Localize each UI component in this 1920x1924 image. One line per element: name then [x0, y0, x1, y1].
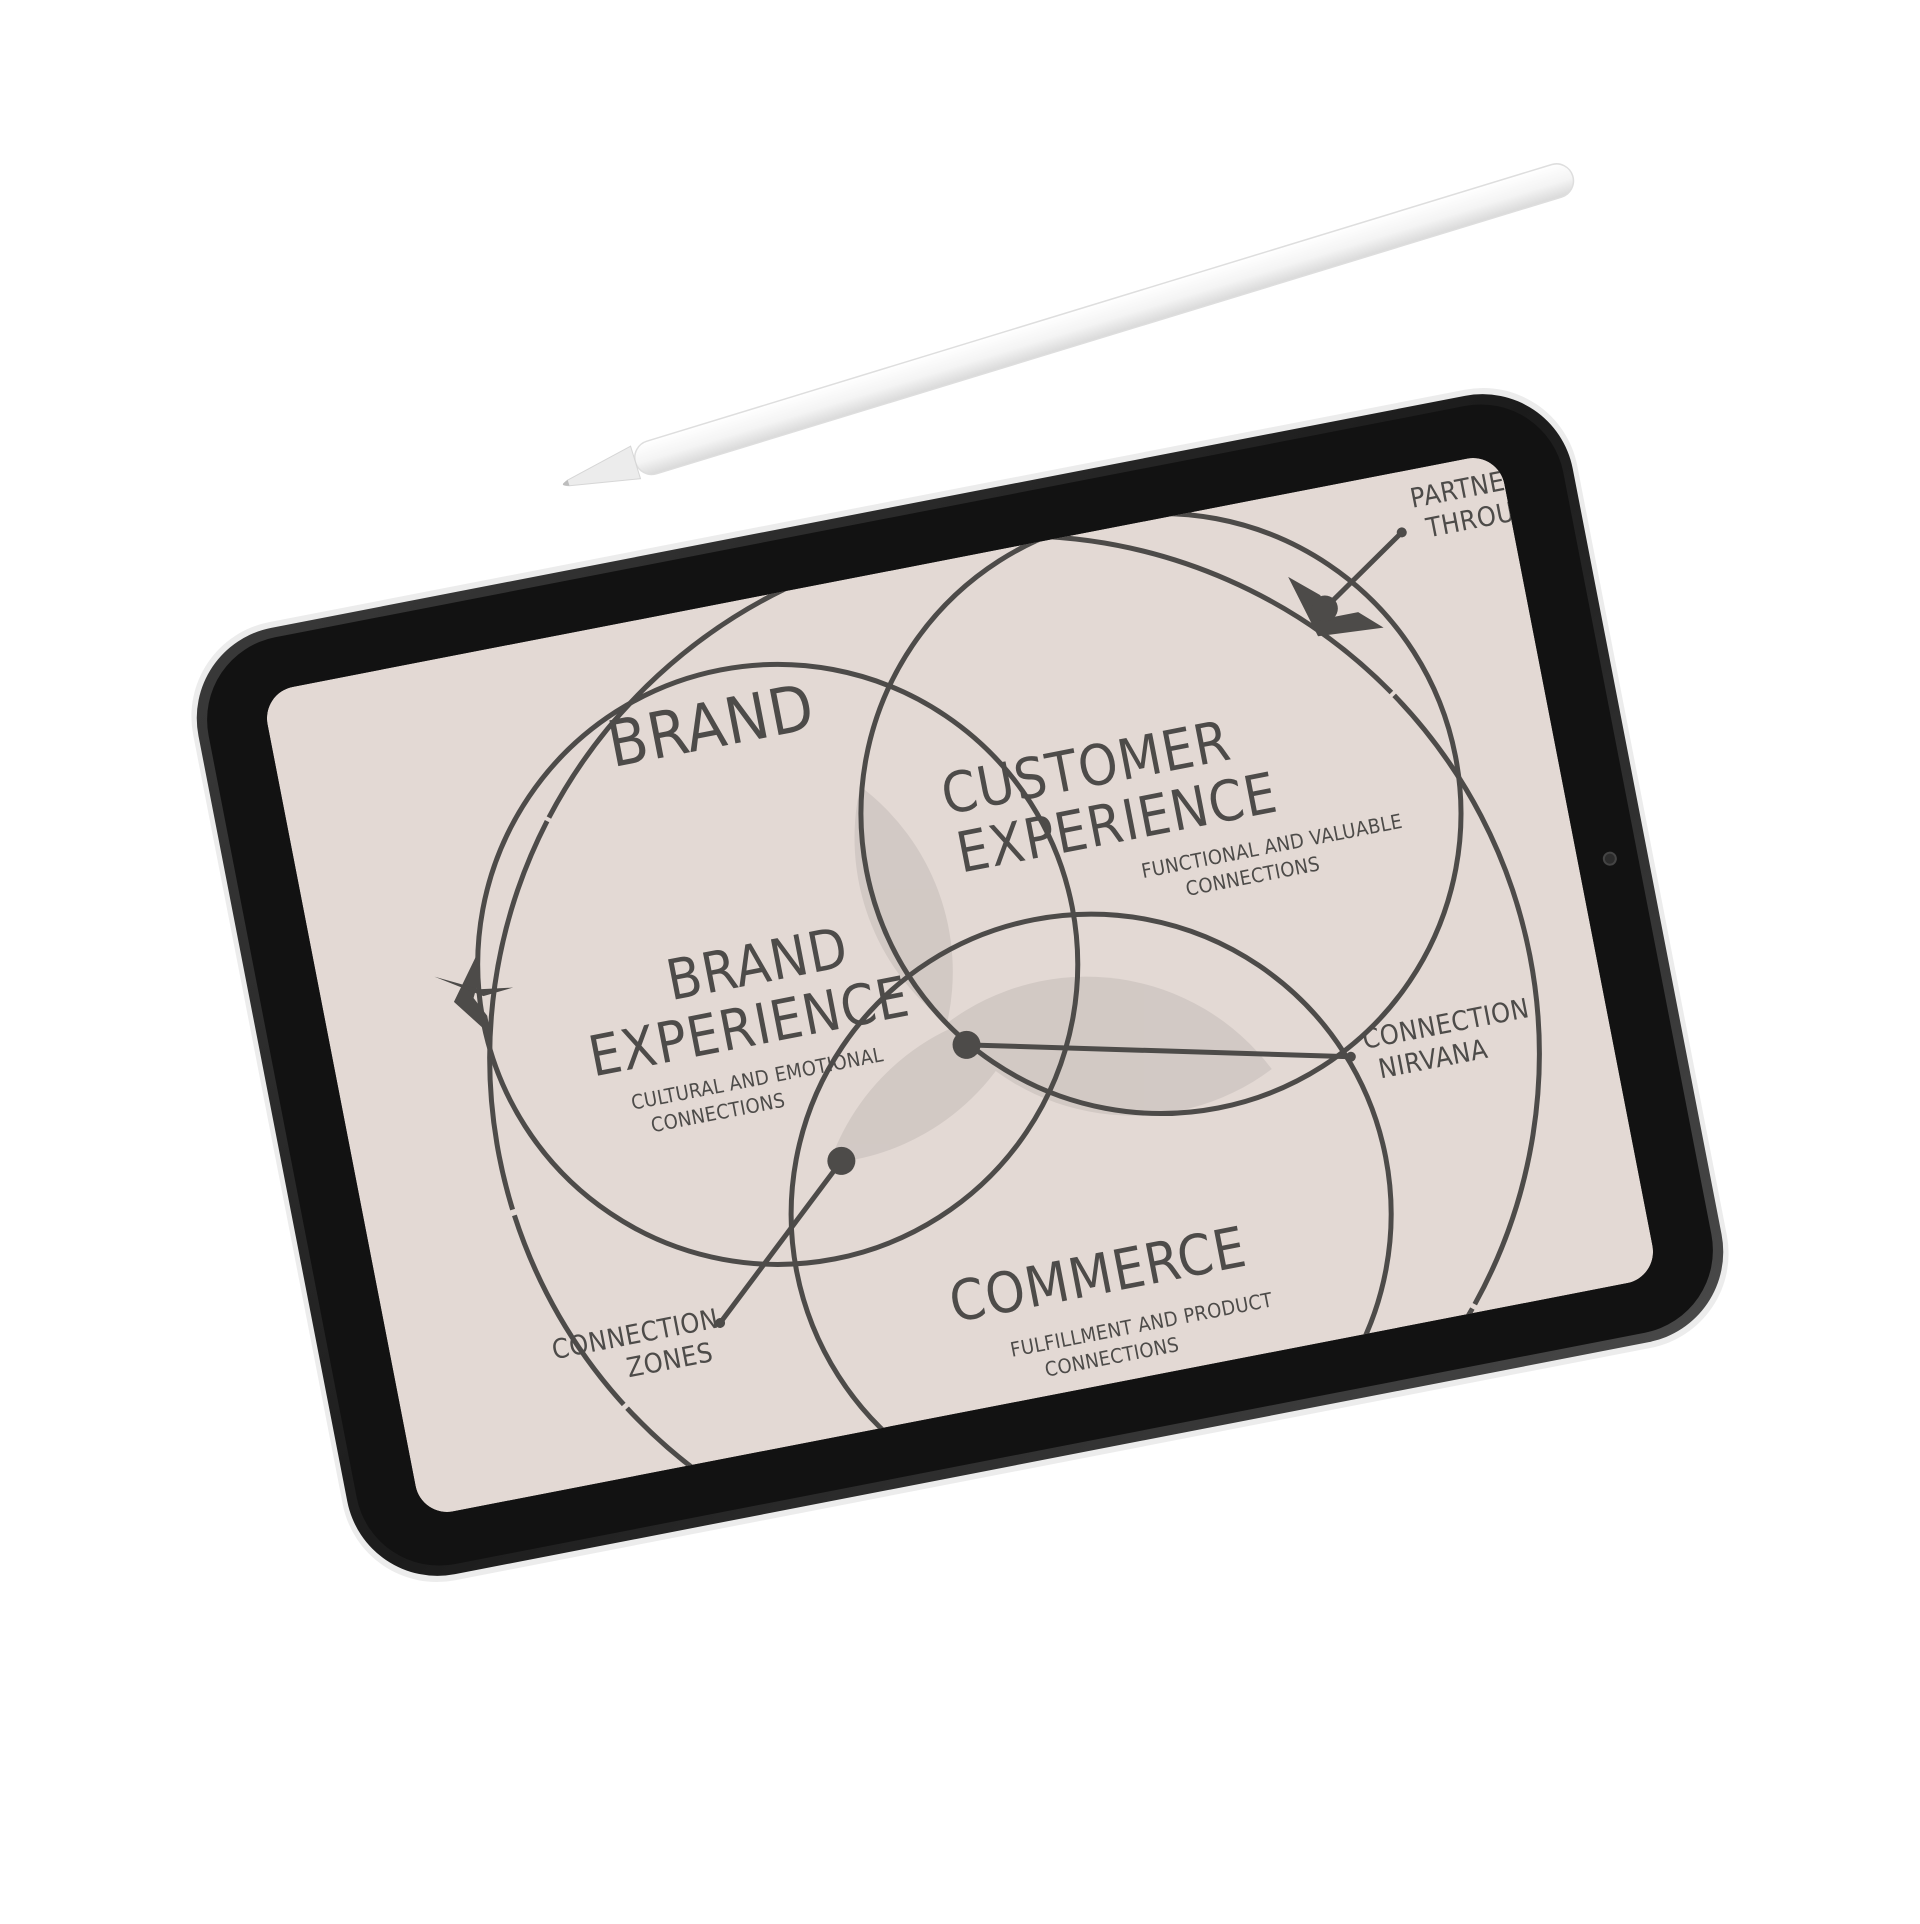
callout-zones: [715, 1146, 856, 1328]
callout-nirvana: [952, 1030, 1356, 1062]
camera-dot: [1602, 851, 1617, 866]
callout-partners: [1311, 527, 1407, 622]
stylus-pencil: [562, 163, 1575, 487]
arrow-left-icon: [434, 956, 514, 1036]
tablet-device: BRAND BRAND EXPERIENCE CULTURAL AND EMOT…: [191, 387, 1729, 1583]
arrow-right-icon: [1288, 576, 1384, 637]
